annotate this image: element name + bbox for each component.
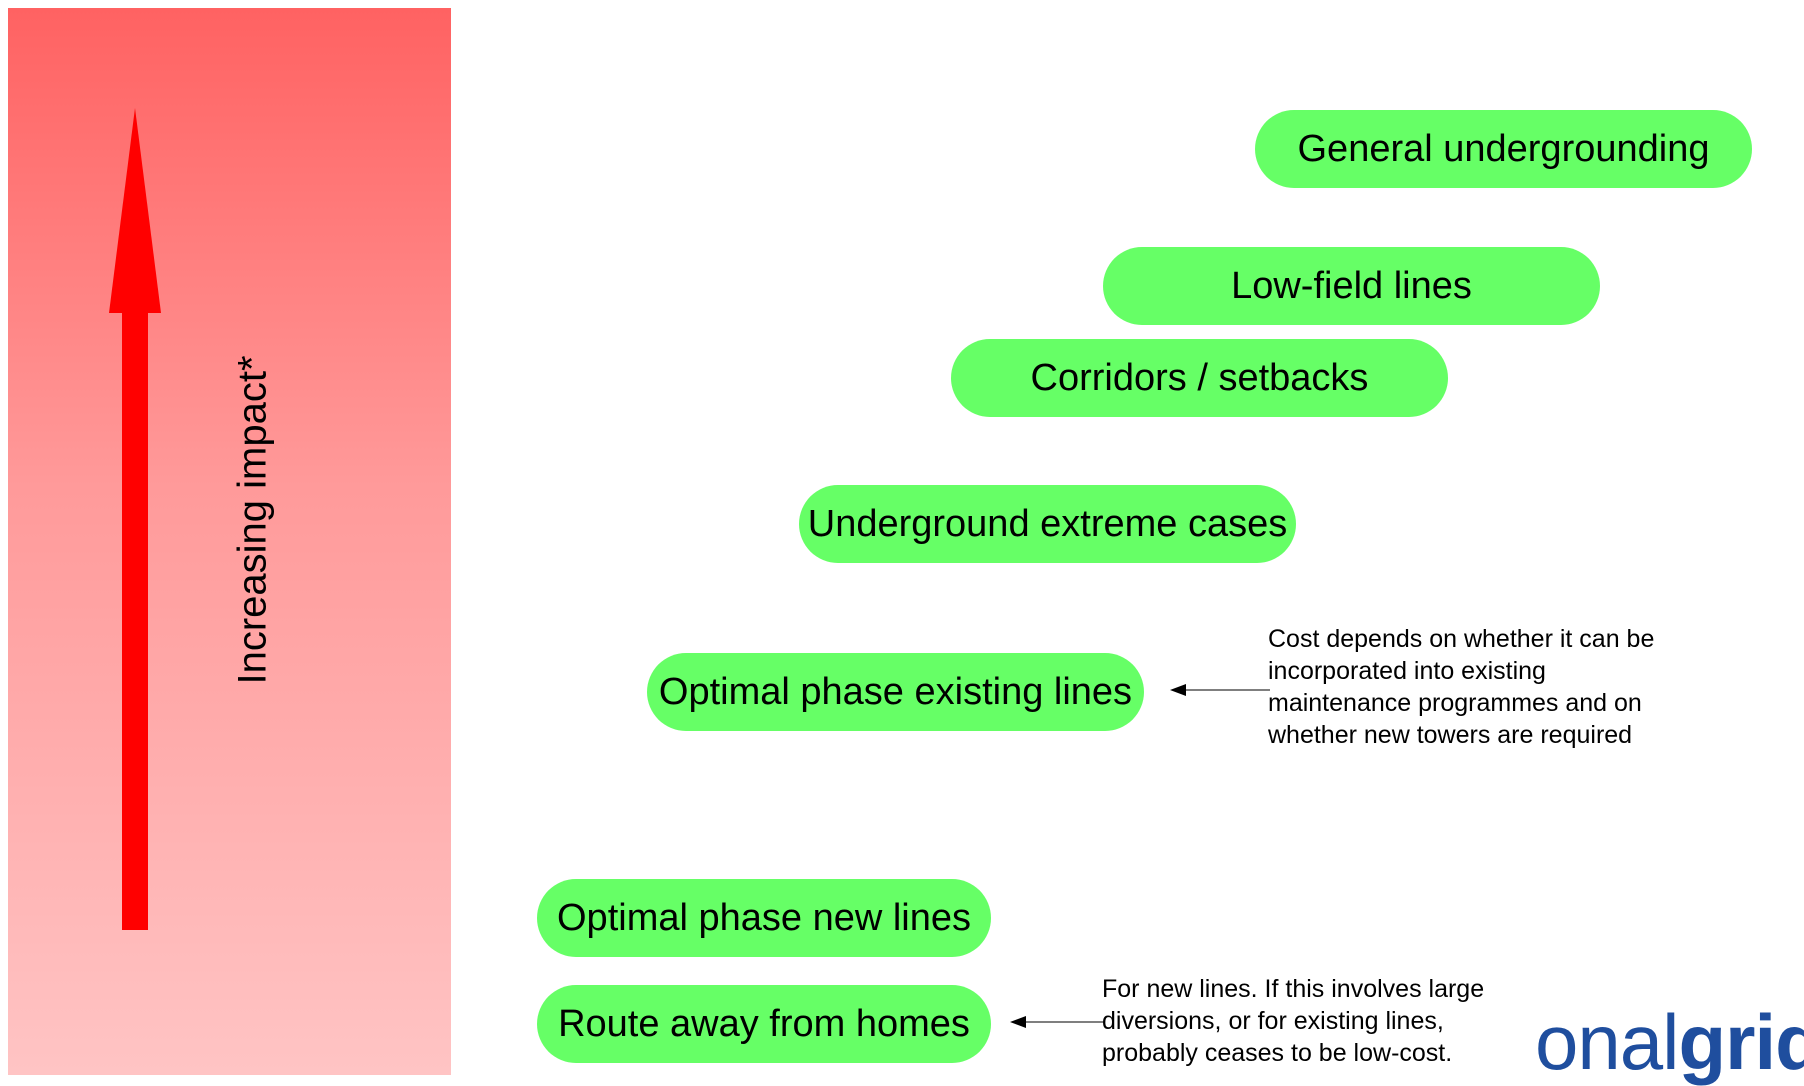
note-line: diversions, or for existing lines, <box>1102 1007 1444 1035</box>
option-optimal-phase-new-lines: Optimal phase new lines <box>537 879 991 957</box>
option-route-away-from-homes: Route away from homes <box>537 985 991 1063</box>
option-underground-extreme-cases: Underground extreme cases <box>799 485 1296 563</box>
connector-arrow-existing-lines <box>1170 684 1270 696</box>
note-route-away: For new lines. If this involves large di… <box>1102 973 1484 1069</box>
impact-panel <box>8 8 451 1075</box>
note-existing-lines: Cost depends on whether it can be incorp… <box>1268 623 1654 751</box>
note-line: probably ceases to be low-cost. <box>1102 1039 1453 1067</box>
national-grid-logo: onalgrid <box>1535 1002 1804 1082</box>
note-line: incorporated into existing <box>1268 657 1546 685</box>
connector-arrow-route-away <box>1010 1016 1105 1028</box>
increasing-impact-arrow-icon <box>109 108 161 930</box>
logo-text-bold: grid <box>1678 998 1804 1086</box>
logo-text-light: onal <box>1535 998 1679 1086</box>
note-line: For new lines. If this involves large <box>1102 975 1485 1003</box>
note-line: whether new towers are required <box>1268 721 1633 749</box>
axis-label: Increasing impact* <box>230 355 275 685</box>
option-corridors-setbacks: Corridors / setbacks <box>951 339 1448 417</box>
option-general-undergrounding: General undergrounding <box>1255 110 1752 188</box>
note-line: maintenance programmes and on <box>1268 689 1642 717</box>
option-optimal-phase-existing-lines: Optimal phase existing lines <box>647 653 1144 731</box>
note-line: Cost depends on whether it can be <box>1268 625 1655 653</box>
option-low-field-lines: Low-field lines <box>1103 247 1600 325</box>
